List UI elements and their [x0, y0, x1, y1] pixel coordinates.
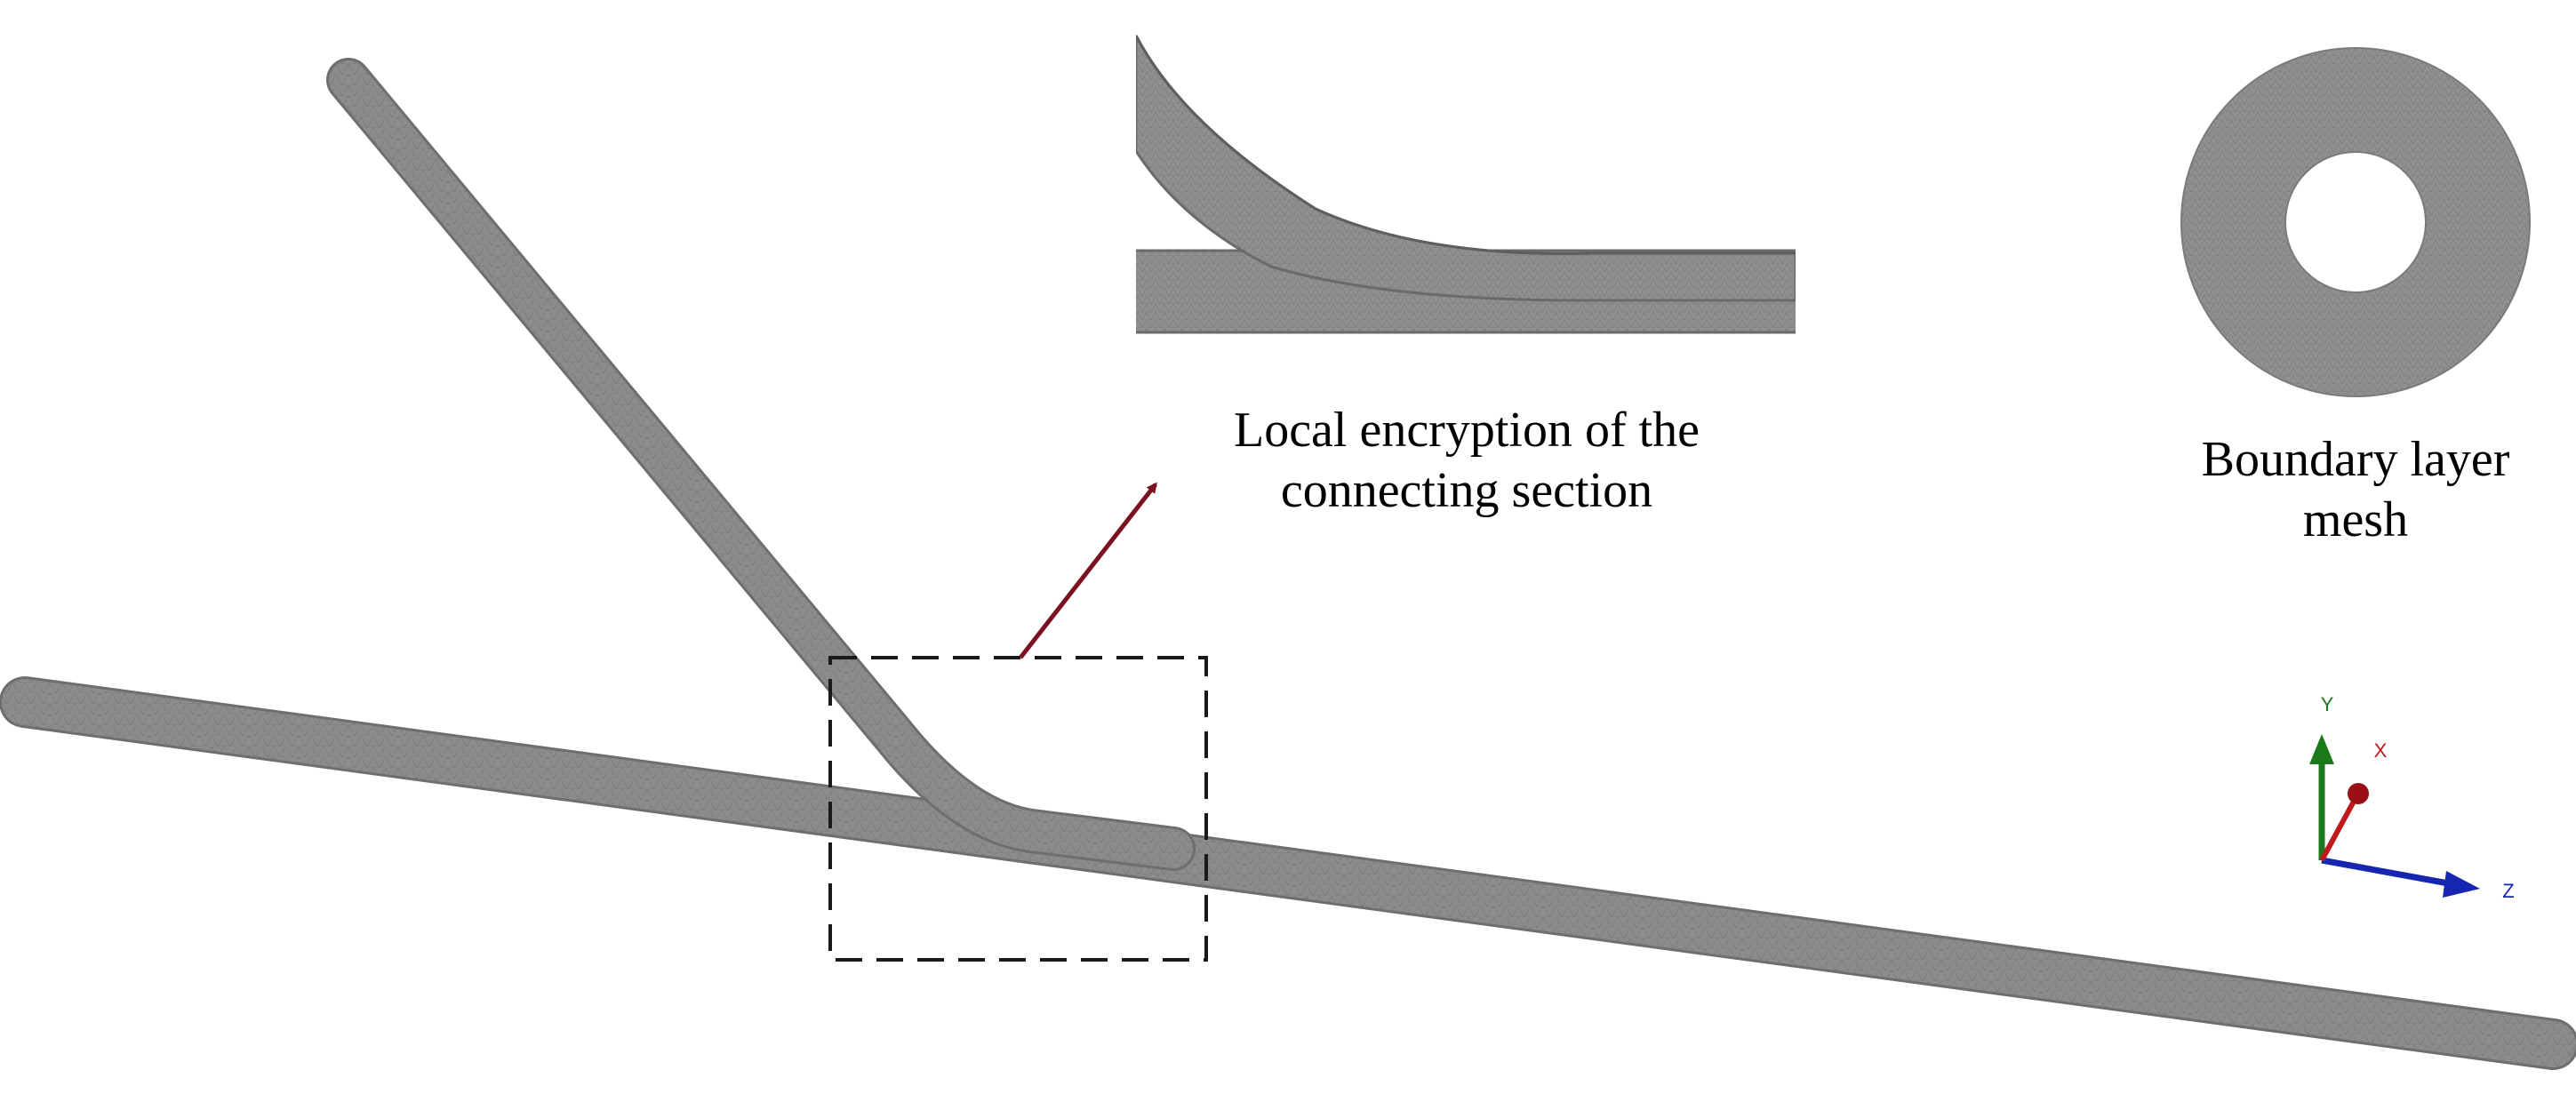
x-axis-arrow: [2319, 796, 2358, 862]
boundary-layer-caption: Boundary layer mesh: [2151, 429, 2560, 550]
z-axis-arrow: [2321, 857, 2454, 888]
branch-pipe: [326, 58, 1196, 871]
boundary-layer-ring: [2180, 47, 2531, 397]
local-encryption-caption-line1: Local encryption of the: [1233, 403, 1700, 458]
zoomed-connection-inset: [1136, 35, 1796, 334]
local-encryption-caption-line2: connecting section: [1280, 463, 1653, 518]
y-axis-label: Y: [2321, 693, 2334, 715]
axis-triad: Y X Z: [2309, 693, 2515, 902]
boundary-layer-caption-line1: Boundary layer: [2201, 432, 2510, 487]
connection-highlight-box: [828, 656, 1208, 962]
x-axis-label: X: [2374, 739, 2388, 762]
callout-arrow: [1019, 482, 1157, 659]
z-axis-label: Z: [2502, 880, 2514, 902]
x-axis-arrowhead: [2348, 783, 2369, 804]
local-encryption-caption: Local encryption of the connecting secti…: [1147, 400, 1787, 521]
z-axis-arrowhead: [2443, 871, 2480, 898]
boundary-layer-caption-line2: mesh: [2302, 492, 2409, 547]
main-pipe: [0, 676, 2576, 1070]
y-axis-arrowhead: [2309, 734, 2334, 764]
